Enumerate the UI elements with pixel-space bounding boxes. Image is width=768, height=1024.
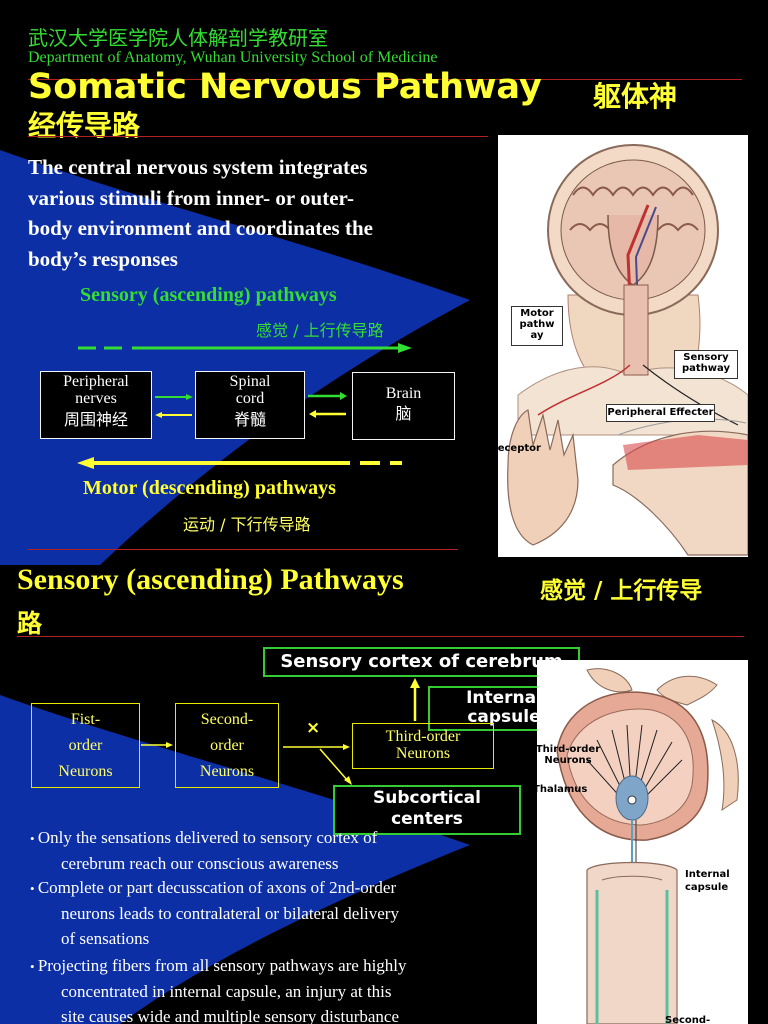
peripheral-effecter-label: Peripheral Effecter [606,404,715,422]
sensory-pathways-cn: 感觉 / 上行传导路 [256,321,384,340]
intro-paragraph: The central nervous system integrates va… [28,152,373,274]
motor-pathway-label-line2: pathw [519,319,555,330]
bottom-rule [28,549,458,550]
subcortical-line1: Subcortical [373,788,481,808]
thalamus-label: Thalamus [533,784,588,795]
spinal-line1: Spinal [229,373,271,390]
third-order-neurons-label: Third-order Neurons [533,744,603,766]
internal-capsule-fig-line2: capsule [685,882,729,893]
arrow-head [186,394,193,400]
slide-title-cn-part1: 躯体神 [593,80,678,113]
internal-capsule-fig-line1: Internal [685,869,730,880]
arrow-head [410,678,420,688]
intro-line: various stimuli from inner- or outer- [28,185,355,210]
slide-title-cn-part1: 感觉 / 上行传导 [540,578,703,604]
peripheral-line1: Peripheral [63,373,129,390]
second-order-neurons-box: Second- order Neurons [175,703,279,788]
slide-somatic-nervous-pathway: 武汉大学医学院人体解剖学教研室 Department of Anatomy, W… [0,26,749,565]
sensory-cortex-box: Sensory cortex of cerebrum [263,647,580,677]
header-en: Department of Anatomy, Wuhan University … [28,49,438,66]
sensory-pathway-label-line2: pathway [681,363,730,374]
pathway-arrows [77,343,412,469]
arrow-head [155,412,162,418]
sensory-long-arrow-head [398,343,412,353]
third-order-neurons-box: Third-order Neurons [352,723,494,769]
head-spinal-cord-figure [507,144,749,556]
arrow-head [343,744,350,750]
second-to-subcortical-arrow [319,748,349,782]
third-order-line1: Third-order [385,728,461,745]
second-order-line1: Second- [200,711,254,728]
bullet-line: concentrated in internal capsule, an inj… [61,982,392,1001]
brain-line1: Brain [385,385,422,402]
bullet-line: neurons leads to contralateral or bilate… [61,904,399,923]
brain-box: Brain 脑 [352,372,455,440]
peripheral-line2: nerves [75,390,117,407]
motor-pathway-label-line3: ay [530,330,544,341]
third-order-line2: Neurons [395,745,451,762]
spinal-cord-box: Spinal cord 脊髓 [195,371,305,439]
second-order-line3: Neurons [199,763,255,780]
peripheral-cn: 周围神经 [63,410,128,429]
title-rule [28,136,488,137]
arrow-head [340,392,347,400]
arrow-head [309,410,316,418]
bullet-item: • Complete or part decusscation of axons… [30,875,399,951]
somatic-pathway-illustration: Motor pathw ay Sensory pathway Periphera… [490,135,749,557]
third-order-label-line1: Third-order [535,744,601,755]
internal-capsule-fig-label: Internal capsule [685,868,730,894]
receptor-label: Receptor [490,443,541,454]
sensory-pathways-label: Sensory (ascending) pathways [80,284,337,306]
spinal-line2: cord [235,390,265,407]
bullet-line: of sensations [61,929,150,948]
header-cn: 武汉大学医学院人体解剖学教研室 [28,26,328,50]
internal-capsule-line2: capsule [467,707,541,727]
bullet-line: Projecting fibers from all sensory pathw… [37,956,407,975]
peripheral-nerves-box: Peripheral nerves 周围神经 [40,371,152,439]
sensory-pathway-label: Sensory pathway [674,350,738,379]
motor-pathway-label-line1: Motor [520,308,554,319]
first-order-line1: Fist- [70,711,101,728]
brain-cn: 脑 [395,404,412,423]
flow-arrows [141,678,420,785]
subcortical-line2: centers [391,809,463,829]
sensory-pathway-label-line1: Sensory [683,352,729,363]
decussation-cross-mark: × [306,718,321,738]
header-rule [28,79,742,80]
second-order-fig-label: Second- [665,1015,711,1024]
first-order-neurons-box: Fist- order Neurons [31,703,140,788]
bullet-item: • Projecting fibers from all sensory pat… [30,953,407,1024]
bullet-line: Complete or part decusscation of axons o… [37,878,397,897]
intro-line: The central nervous system integrates [28,155,368,179]
bullet-line: cerebrum reach our conscious awareness [61,854,339,873]
motor-long-arrow-head [77,457,94,469]
slide-sensory-ascending-pathways: Sensory (ascending) Pathways 感觉 / 上行传导 路… [0,565,768,1024]
slide-title-cn-part2: 路 [17,609,43,638]
internal-capsule-line1: Internal [466,688,542,708]
arrow-head [166,742,173,748]
intro-line: body environment and coordinates the [28,216,373,240]
subcortical-centers-box: Subcortical centers [333,785,521,835]
motor-pathways-label: Motor (descending) pathways [83,477,336,499]
slide-title: Somatic Nervous Pathway [28,67,542,107]
spinal-cn: 脊髓 [233,410,266,429]
motor-pathways-cn: 运动 / 下行传导路 [183,515,311,534]
first-order-line3: Neurons [58,763,113,780]
arrow-head [344,776,352,785]
sensory-pathway-illustration: Third-order Neurons Thalamus Internal ca… [533,660,748,1024]
blue-wedge-background [0,695,470,1024]
motor-pathway-label: Motor pathw ay [511,306,563,346]
intro-line: body’s responses [28,246,178,271]
bullet-item: • Only the sensations delivered to senso… [30,825,377,876]
second-order-line2: order [210,737,244,754]
bullet-line: Only the sensations delivered to sensory… [37,828,378,847]
slide-title: Sensory (ascending) Pathways [17,565,404,596]
first-order-line2: order [68,737,103,754]
third-order-label-line2: Neurons [544,755,592,766]
brain-cord-section-figure [556,668,739,1024]
title-rule [17,636,744,637]
bullet-line: site causes wide and multiple sensory di… [61,1007,400,1024]
